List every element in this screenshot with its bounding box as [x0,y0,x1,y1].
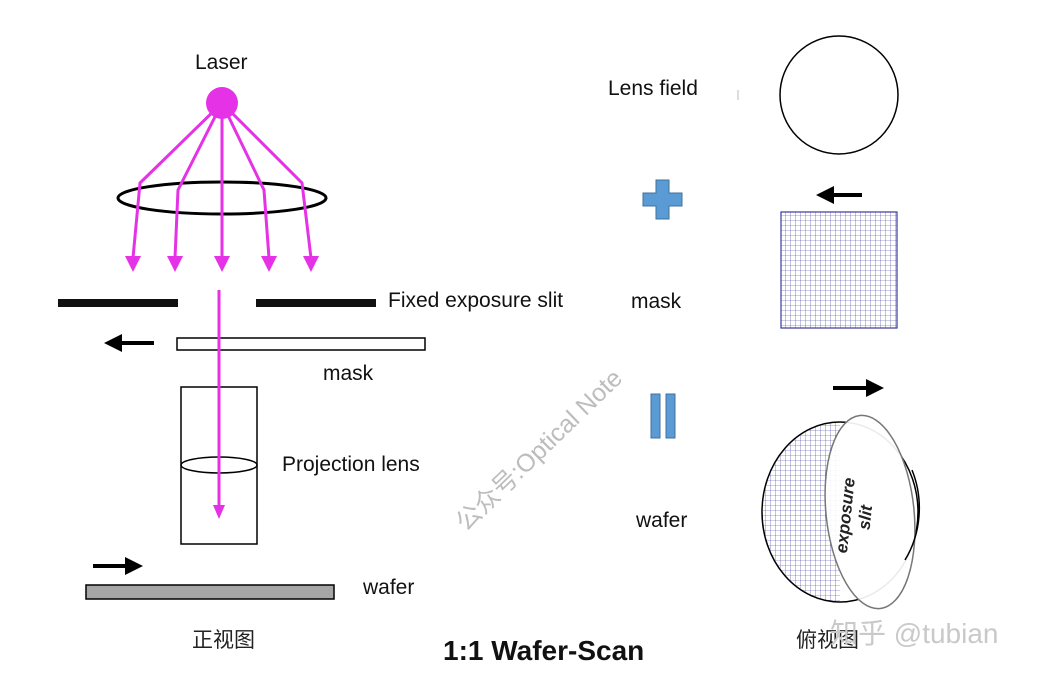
front-view-caption: 正视图 [192,628,255,652]
wafer-top-arrow [833,379,884,397]
exposure-slit-text: exposure slit [832,477,879,556]
watermark-corner: 知乎 @tubian [830,618,999,649]
wafer-plate [85,584,335,600]
mask-label-left: mask [323,362,374,385]
plus-operator [642,179,683,220]
mask-top-arrow [816,186,862,204]
equals-operator [650,393,676,439]
wafer-label-right: wafer [636,509,688,532]
exposure-slit-ellipse [824,414,916,610]
lens-field-label: Lens field [608,77,698,100]
slit-blade-left [58,299,178,307]
wafer-direction-arrow [93,557,143,575]
mask-grid [780,211,898,329]
mask-label-right: mask [631,290,682,313]
slit-blade-right [256,299,376,307]
laser-arrowheads [125,256,319,272]
laser-label: Laser [195,51,248,74]
mask-direction-arrow [104,334,154,352]
fixed-slit-label: Fixed exposure slit [388,289,564,312]
wafer-right-edge-shade [904,469,921,561]
laser-rays [131,101,313,259]
top-view-caption: 俯视图 [796,628,859,652]
projection-lens-label: Projection lens [282,453,420,476]
exposure-beam-arrowhead [213,505,225,519]
wafer-label-left: wafer [363,576,415,599]
lens-field-circle [779,35,899,155]
mask-plate [176,337,426,351]
diagram-title: 1:1 Wafer-Scan [443,635,645,666]
